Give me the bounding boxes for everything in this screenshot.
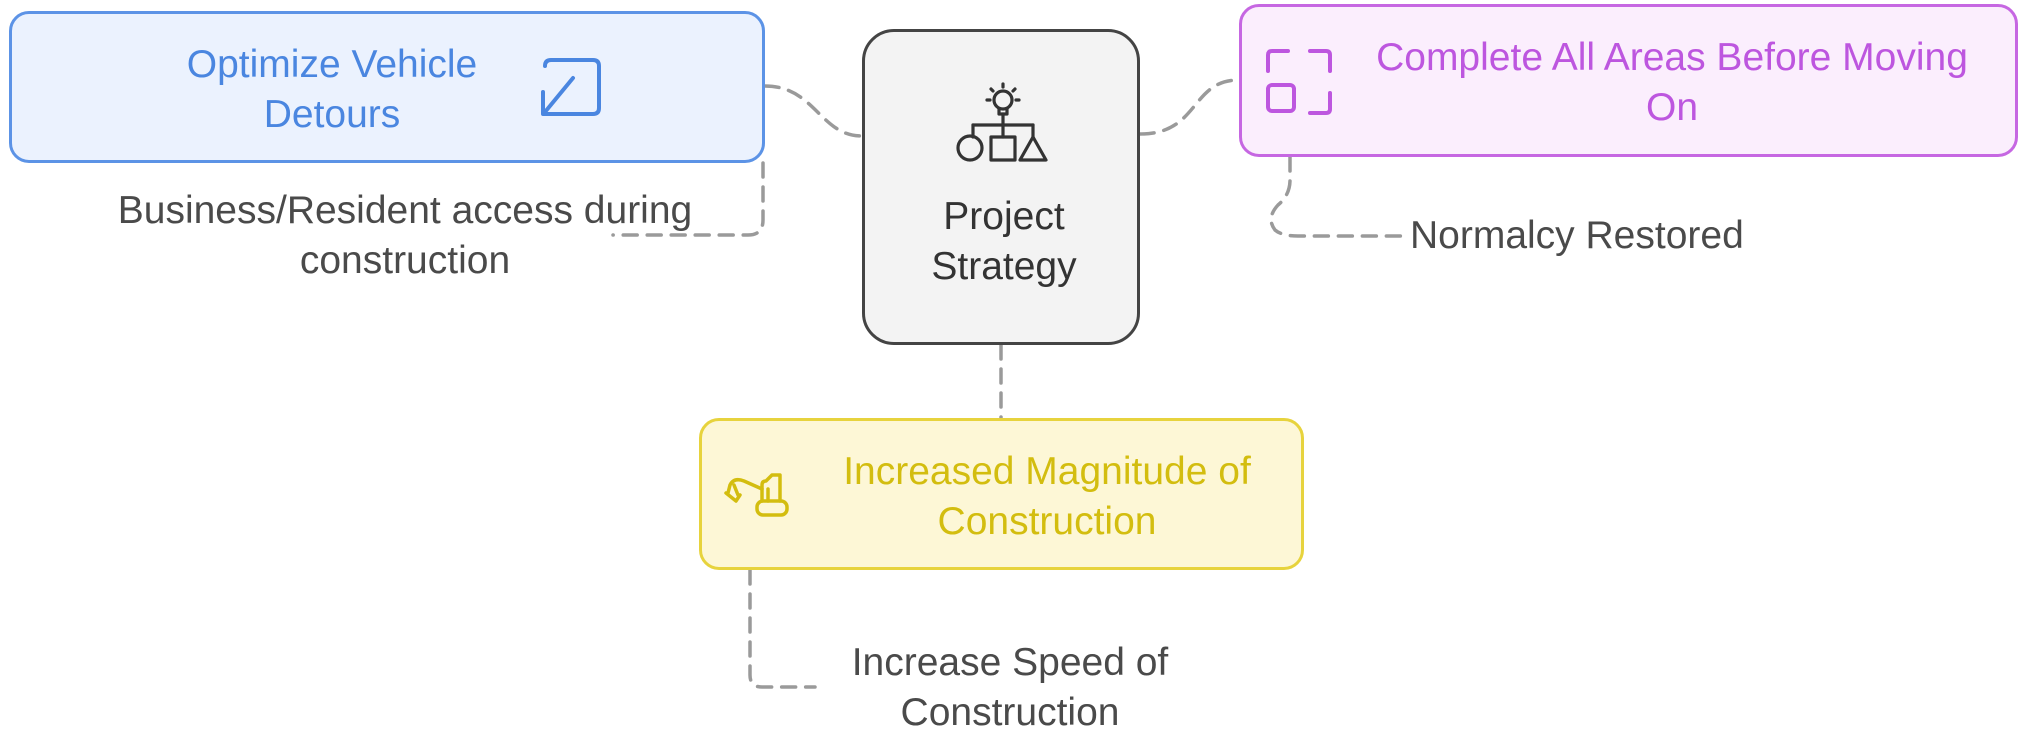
business-access-label: Business/Resident access during construc… [117, 189, 693, 282]
increased-magnitude-node: Increased Magnitude of Construction [699, 418, 1304, 570]
complete-all-areas-title: Complete All Areas Before Moving On [1376, 36, 1968, 129]
connector-yellow-to-speed-label [748, 568, 817, 689]
connector-center-to-purple [1138, 78, 1241, 136]
increase-speed-label: Increase Speed of Construction [851, 641, 1169, 734]
excavator-icon [724, 471, 794, 521]
project-strategy-node: Project Strategy [862, 29, 1140, 345]
connector-purple-to-normalcy-label [1269, 155, 1407, 238]
connector-blue-to-center [763, 84, 864, 138]
optimize-vehicle-detours-node: Optimize Vehicle Detours [9, 11, 765, 163]
lightbulb-shapes-hierarchy-icon [953, 82, 1053, 180]
increased-magnitude-title: Increased Magnitude of Construction [843, 450, 1251, 543]
optimize-vehicle-detours-title: Optimize Vehicle Detours [186, 43, 478, 136]
arrow-in-square-icon [537, 54, 605, 122]
scan-frame-icon [1264, 47, 1334, 117]
complete-all-areas-node: Complete All Areas Before Moving On [1239, 4, 2018, 157]
normalcy-restored-label: Normalcy Restored [1410, 214, 1744, 257]
project-strategy-title: Project Strategy [931, 195, 1077, 288]
connector-blue-to-access-label [611, 161, 765, 237]
